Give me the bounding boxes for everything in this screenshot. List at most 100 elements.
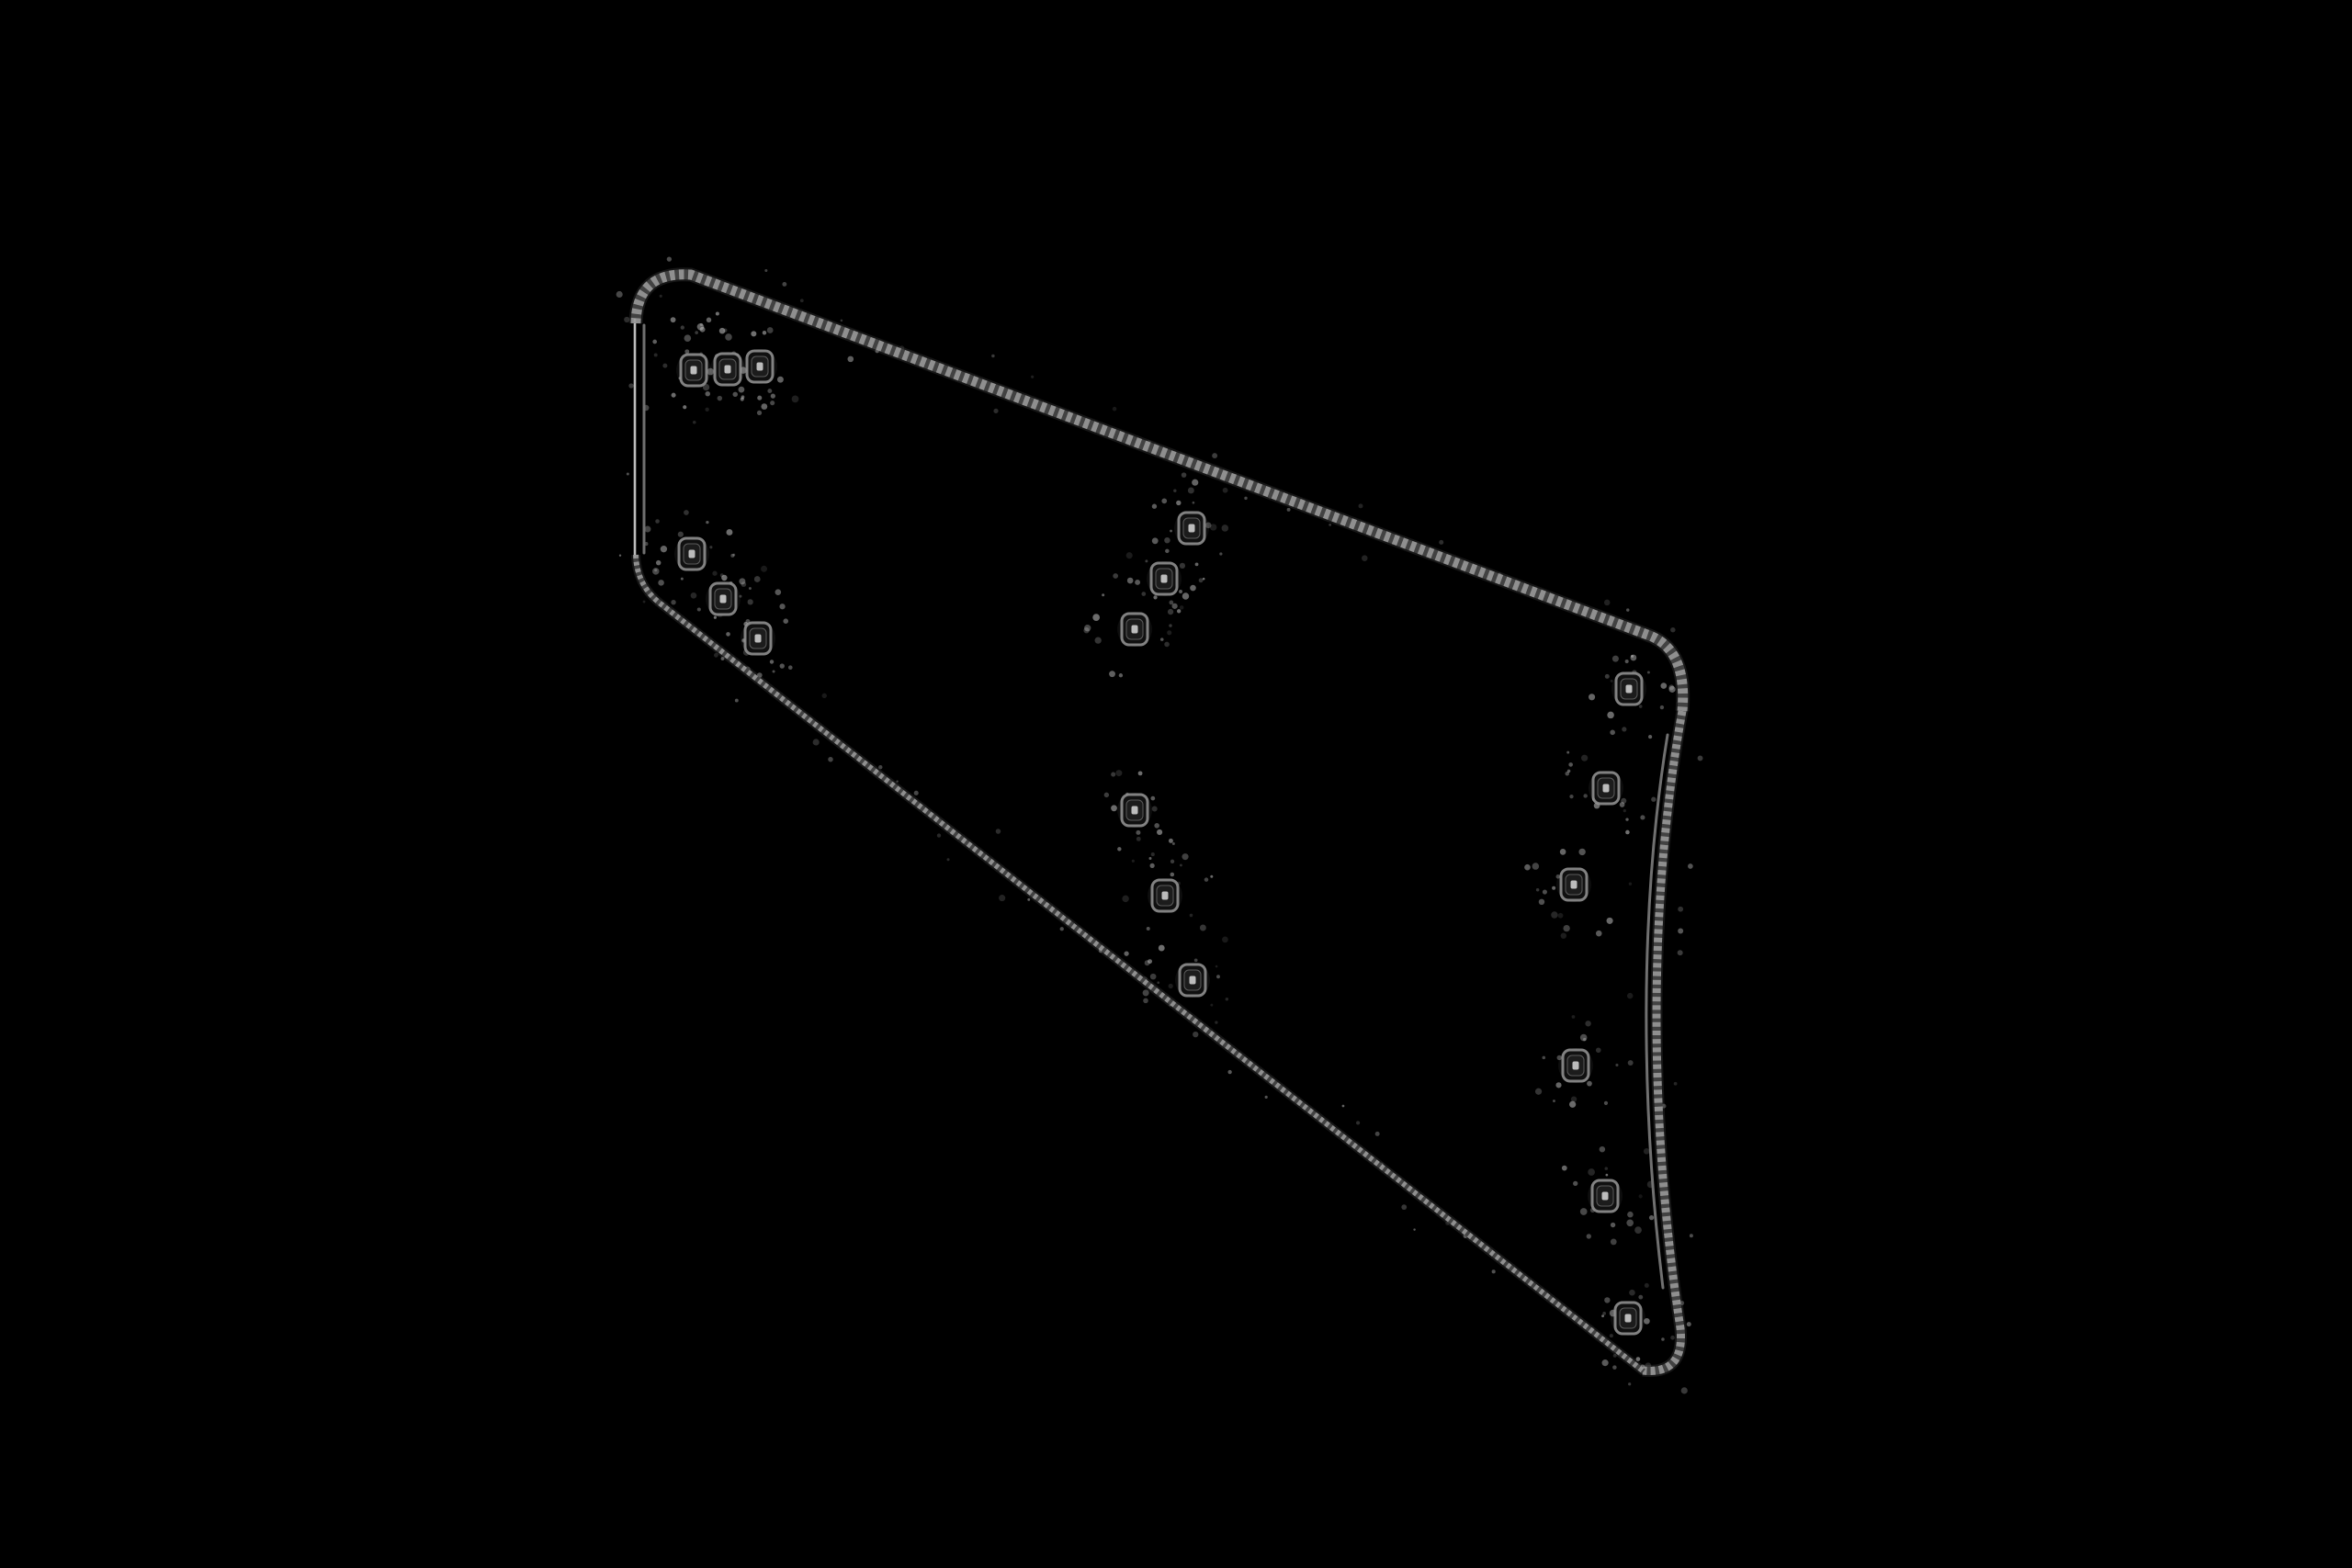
speckle — [766, 327, 774, 333]
speckle — [799, 299, 804, 303]
speckle — [1625, 818, 1629, 821]
speckle — [732, 553, 736, 557]
speckle — [1648, 735, 1653, 739]
speckle — [1142, 989, 1149, 997]
speckle — [1559, 849, 1566, 855]
speckle — [1670, 1335, 1675, 1340]
speckle — [1604, 673, 1610, 679]
speckle — [1680, 1387, 1688, 1394]
speckle — [1210, 1003, 1214, 1007]
speckle — [1686, 1322, 1691, 1327]
speckle — [1125, 552, 1133, 559]
speckle — [1173, 489, 1177, 492]
speckle — [721, 574, 728, 581]
speckle — [1610, 679, 1613, 682]
speckle — [1688, 863, 1693, 869]
speckle — [1668, 685, 1676, 693]
speckle — [1638, 705, 1643, 708]
speckle — [1193, 1031, 1199, 1038]
speckle — [1587, 1080, 1592, 1087]
speckle — [628, 383, 634, 389]
speckle — [1176, 500, 1182, 506]
speckle — [1569, 794, 1574, 799]
speckle — [762, 331, 767, 335]
plate-right-edge-outer — [1642, 710, 1687, 1375]
speckle — [1566, 769, 1571, 773]
speckle — [1192, 479, 1199, 486]
plate-holes — [674, 349, 1646, 1336]
speckle — [1629, 1289, 1635, 1296]
speckle — [1059, 927, 1064, 931]
speckle — [683, 405, 687, 410]
speckle — [1189, 913, 1193, 918]
plate-top-edge — [630, 269, 1689, 712]
speckle — [1606, 917, 1613, 924]
speckle — [1579, 1208, 1588, 1215]
hole-center-dot — [724, 365, 731, 374]
hole-center-dot — [688, 549, 695, 558]
speckle — [1697, 755, 1703, 761]
speckle — [1216, 975, 1220, 979]
speckle — [1094, 637, 1102, 644]
speckle — [1638, 1294, 1644, 1300]
plate-hole — [1558, 1048, 1593, 1083]
speckle — [1595, 1047, 1601, 1054]
speckle — [1150, 795, 1156, 801]
speckle — [1624, 660, 1629, 664]
speckle — [734, 698, 739, 703]
speckle — [782, 282, 787, 287]
speckle — [1603, 1100, 1609, 1105]
speckle — [1557, 912, 1564, 919]
speckle — [1227, 1069, 1232, 1075]
speckle — [1538, 898, 1545, 906]
speckle — [1146, 926, 1150, 931]
speckle — [740, 397, 744, 401]
speckle — [659, 294, 662, 298]
plate-hole — [1148, 878, 1182, 913]
plate-hole — [706, 581, 741, 616]
speckle — [791, 395, 799, 403]
speckle — [1329, 523, 1332, 526]
speckle — [699, 326, 706, 333]
speckle — [1182, 853, 1189, 861]
speckle — [1084, 625, 1091, 632]
speckle — [1149, 863, 1155, 868]
plate-hole — [1117, 612, 1152, 647]
speckle — [1571, 1015, 1576, 1019]
speckle — [1588, 1168, 1595, 1176]
speckle — [1244, 496, 1248, 501]
noise-speckles — [616, 256, 1703, 1394]
speckle — [840, 319, 843, 322]
hole-center-dot — [1188, 524, 1195, 533]
speckle — [1625, 829, 1630, 835]
speckle — [695, 331, 698, 334]
speckle — [761, 565, 768, 572]
plate-hole — [1611, 1301, 1645, 1336]
speckle — [705, 407, 709, 412]
speckle — [1626, 608, 1630, 612]
speckle — [1131, 859, 1135, 863]
speckle — [712, 570, 718, 576]
speckle — [1215, 1021, 1218, 1024]
speckle — [696, 322, 705, 331]
speckle — [1159, 637, 1164, 641]
speckle — [1627, 1060, 1634, 1066]
speckle — [999, 895, 1006, 902]
speckle — [1623, 808, 1626, 813]
plate-hole — [676, 353, 711, 388]
plate-hole — [674, 536, 709, 571]
speckle — [756, 672, 763, 678]
speckle — [1579, 1033, 1588, 1042]
speckle — [1569, 1100, 1577, 1108]
speckle — [913, 790, 919, 795]
speckle — [1154, 823, 1159, 829]
speckle — [1661, 1337, 1665, 1341]
hole-center-dot — [754, 634, 762, 643]
speckle — [896, 780, 899, 783]
speckle — [1149, 973, 1157, 980]
speckle — [1199, 924, 1206, 931]
speckle — [705, 390, 710, 397]
speckle — [1135, 580, 1141, 585]
